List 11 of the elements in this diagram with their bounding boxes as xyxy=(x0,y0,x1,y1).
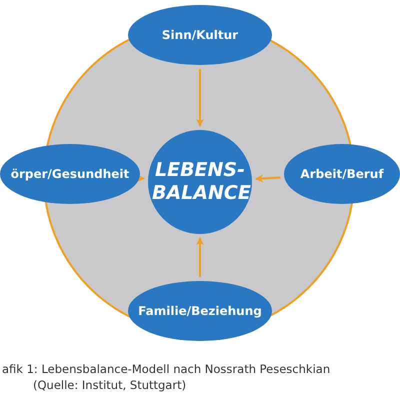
node-label: Sinn/Kultur xyxy=(162,28,238,42)
arrow xyxy=(196,237,204,277)
source-note: (Quelle: Institut, Stuttgart) xyxy=(33,378,186,392)
arrow xyxy=(255,174,280,182)
figure-caption: afik 1: Lebensbalance-Modell nach Nossrath Peseschkian xyxy=(2,362,330,376)
arrow xyxy=(136,174,145,182)
node-label: Familie/Beziehung xyxy=(138,304,262,318)
arrow xyxy=(196,69,204,127)
node-label: Arbeit/Beruf xyxy=(300,167,384,181)
node-label: LEBENS- BALANCE xyxy=(152,159,248,205)
node-label: örper/Gesundheit xyxy=(10,167,130,181)
